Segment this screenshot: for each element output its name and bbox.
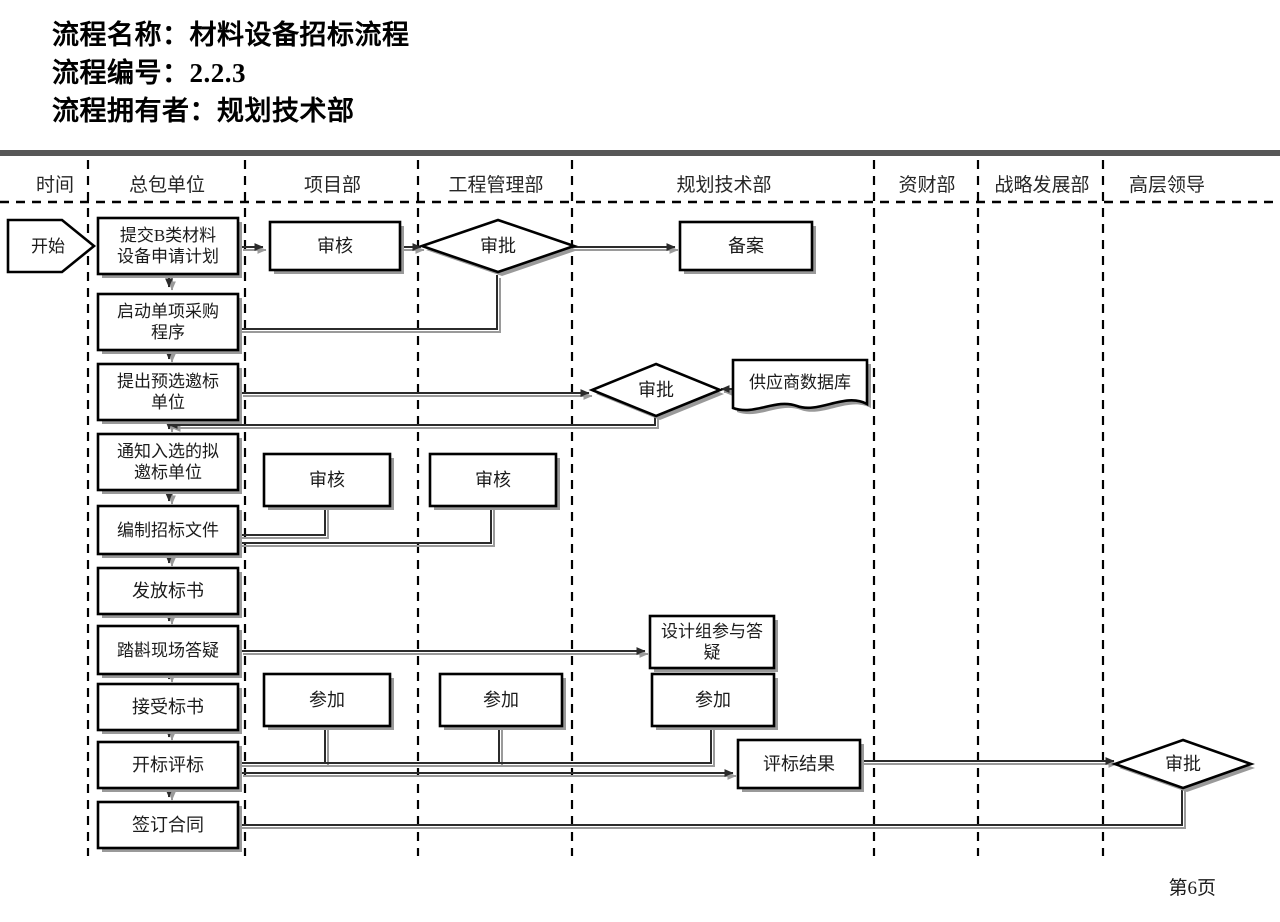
decision-shapes (417, 218, 1255, 792)
lane-header-zcb: 资财部 (898, 175, 956, 196)
node-join-3 (650, 672, 776, 728)
document-header: 流程名称：材料设备招标流程 流程编号：2.2.3 流程拥有者：规划技术部 (52, 16, 952, 130)
node-approve-1 (417, 218, 579, 274)
lane-header-ghjsb: 规划技术部 (676, 175, 772, 196)
node-start-pentagon (6, 218, 97, 274)
lane-header-time: 时间 (35, 175, 74, 196)
node-propose-bidders (96, 362, 240, 422)
node-review-2 (262, 452, 392, 508)
process-owner-line: 流程拥有者：规划技术部 (52, 96, 355, 126)
node-review-3 (428, 452, 558, 508)
page-number: 第6页 (1168, 878, 1216, 899)
node-sign-contract (96, 800, 240, 850)
process-number-line: 流程编号：2.2.3 (52, 58, 246, 88)
node-issue-docs (96, 566, 240, 616)
node-record (678, 220, 814, 272)
flowchart-canvas (0, 160, 1280, 856)
header-divider-rule (0, 150, 1280, 156)
process-name-line: 流程名称：材料设备招标流程 (52, 20, 410, 50)
lane-header-xmb: 项目部 (303, 175, 361, 196)
connectors (165, 243, 1186, 832)
edge-join3-open (168, 727, 712, 767)
node-site-qa (96, 624, 240, 676)
lane-header-zlfzb: 战略发展部 (994, 175, 1090, 196)
edge-approve2-propose (168, 415, 656, 429)
node-approve-2 (588, 362, 724, 418)
node-supplier-db (731, 358, 871, 415)
node-shapes (96, 216, 862, 850)
node-design-qa (648, 614, 776, 670)
node-join-2 (438, 672, 564, 728)
edge-review3-compile (168, 507, 492, 547)
node-accept-bids (96, 682, 240, 732)
node-review-1 (268, 220, 402, 272)
node-submit-plan (96, 216, 240, 276)
edge-approve1-startprocure (168, 275, 498, 333)
node-compile-docs (96, 504, 240, 556)
node-eval-result (736, 738, 862, 790)
node-join-1 (262, 672, 392, 728)
lane-dividers (86, 160, 1105, 856)
lane-header-gcglb: 工程管理部 (448, 175, 544, 196)
node-open-evaluate (96, 740, 240, 790)
node-approve-3 (1111, 738, 1255, 790)
lane-header-gc: 总包单位 (128, 175, 205, 196)
lane-header-gcld: 高层领导 (1128, 175, 1205, 196)
edge-approve3-sign (168, 787, 1183, 829)
node-start-procurement (96, 292, 240, 352)
swimlane-flowchart: 时间 总包单位 项目部 工程管理部 规划技术部 资财部 战略发展部 高层领导 开… (0, 156, 1280, 856)
node-notify-bidders (96, 432, 240, 492)
